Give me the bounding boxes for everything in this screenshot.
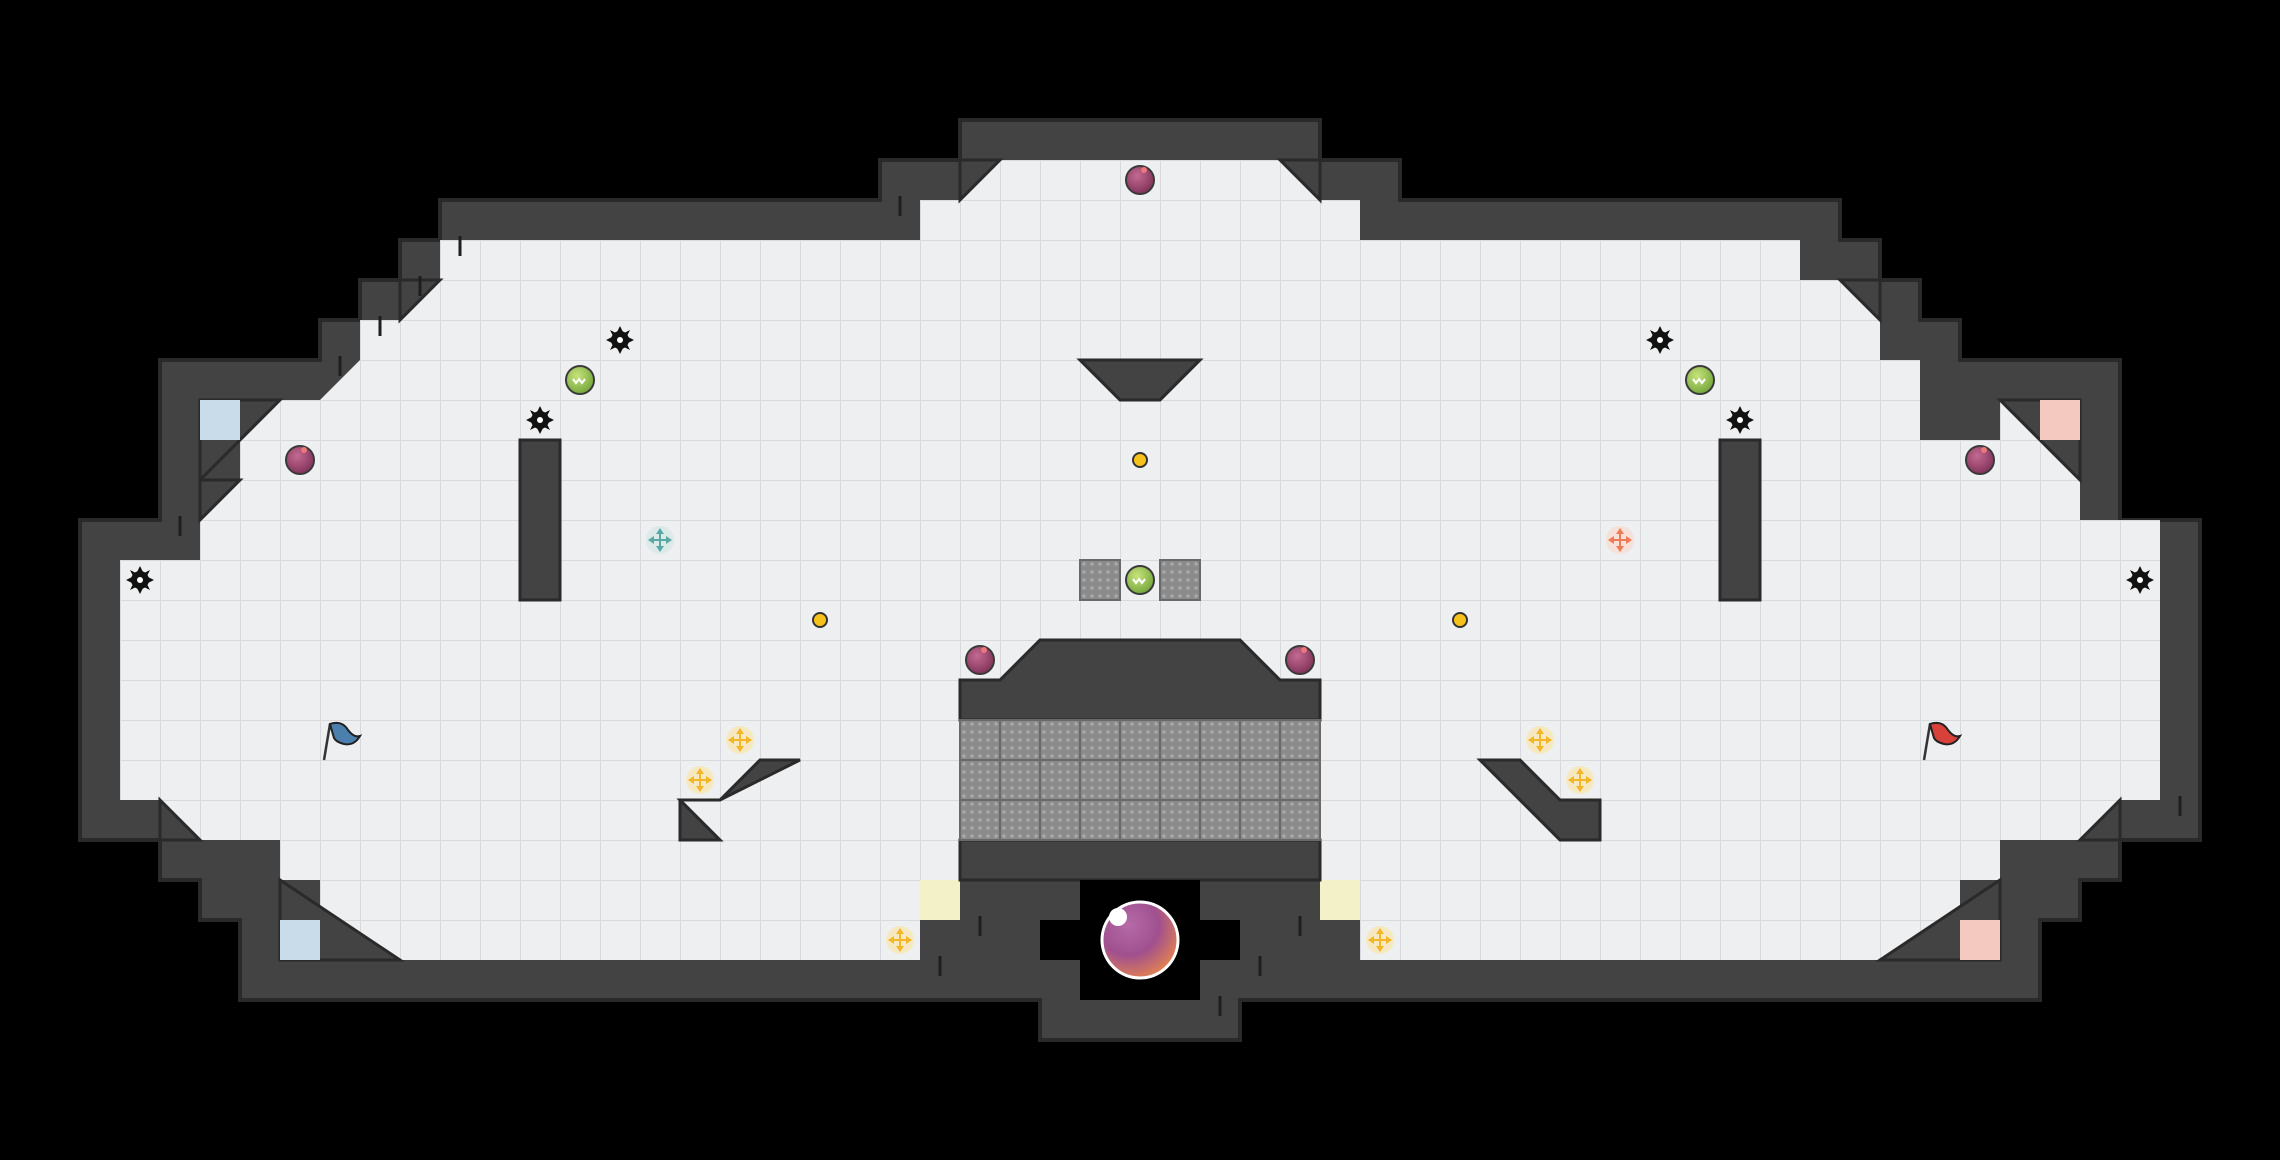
gate-tile-right (1159, 559, 1201, 601)
bomb-icon (965, 645, 995, 675)
boost-icon (1566, 766, 1594, 794)
right-pillar (1718, 438, 1762, 602)
boost-icon (1526, 726, 1554, 754)
blue-team-tile (200, 400, 240, 440)
portal-icon (1132, 452, 1148, 468)
spike-icon (1726, 406, 1754, 434)
left-ramp (676, 758, 801, 842)
red-team-tile (1960, 920, 2000, 960)
flag-icon (1922, 723, 1932, 761)
left-pillar (518, 438, 562, 602)
inner-walls (518, 358, 1762, 882)
red-flag (1922, 721, 1963, 761)
bomb-icon (1965, 445, 1995, 475)
bombs (285, 165, 1995, 675)
boost-icon (686, 766, 714, 794)
powerups (565, 365, 1715, 595)
spike-icon (606, 326, 634, 354)
boost-icon (726, 726, 754, 754)
bomb-icon (1125, 165, 1155, 195)
center-ball-shine (1109, 908, 1127, 926)
team-tiles (200, 400, 2080, 960)
spike-icon (2126, 566, 2154, 594)
yellow-tile-right (1320, 880, 1360, 920)
team-boosts (646, 526, 1634, 554)
boosts (686, 726, 1594, 954)
team-boost-icon (646, 526, 674, 554)
boost-icon (1366, 926, 1394, 954)
gate-tile-left (1079, 559, 1121, 601)
spike-icon (126, 566, 154, 594)
blue-team-tile (280, 920, 320, 960)
spike-icon (1646, 326, 1674, 354)
blue-flag (322, 721, 363, 761)
portal-icon (1452, 612, 1468, 628)
powerup-icon (1125, 565, 1155, 595)
portal-icon (812, 612, 828, 628)
spike-icon (526, 406, 554, 434)
wall-ticks (178, 196, 2182, 1016)
top-funnel-wall (1076, 358, 1204, 402)
yellow-dots (812, 452, 1468, 628)
powerup-icon (565, 365, 595, 395)
red-team-tile (2040, 400, 2080, 440)
gate-grid (959, 559, 1321, 841)
arena-floor (120, 160, 2160, 960)
yellow-tile-left (920, 880, 960, 920)
team-boost-icon (1606, 526, 1634, 554)
spikes (126, 326, 2154, 594)
bottom-center-block (958, 838, 1322, 882)
boost-icon (886, 926, 914, 954)
bomb-icon (1285, 645, 1315, 675)
flag-icon (322, 723, 332, 761)
bomb-icon (285, 445, 315, 475)
right-ramp (1476, 758, 1602, 842)
powerup-icon (1685, 365, 1715, 395)
